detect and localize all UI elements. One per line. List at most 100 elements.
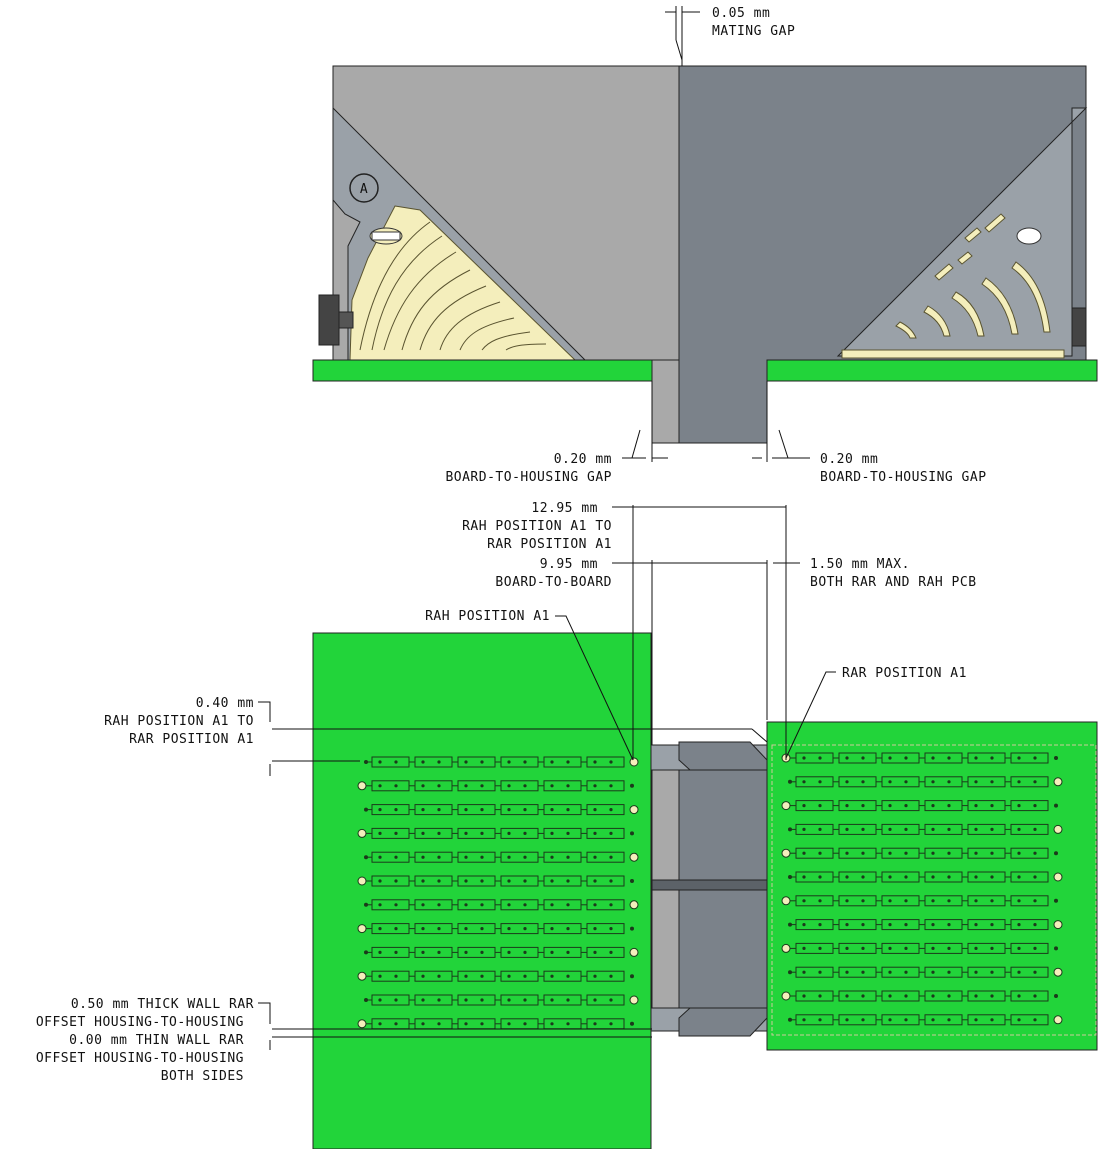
- pad-dot: [609, 1022, 613, 1026]
- via-dot: [1054, 756, 1058, 760]
- pad-dot: [593, 903, 597, 907]
- right-latch-slot: [1016, 227, 1042, 245]
- pad-dot: [845, 970, 849, 974]
- via-dot: [1054, 803, 1058, 808]
- pad-dot: [845, 899, 849, 903]
- pad-dot: [990, 827, 994, 832]
- pad-dot: [990, 851, 994, 855]
- pad-dot: [861, 780, 865, 784]
- circled-letter-a-icon: [349, 173, 379, 203]
- thick-wall-line2: OFFSET HOUSING-TO-HOUSING: [36, 1015, 244, 1030]
- pad-dot: [802, 875, 806, 879]
- pad-dot: [480, 808, 484, 812]
- pad-dot: [550, 998, 554, 1002]
- pad-dot: [845, 1018, 849, 1022]
- pad-dot: [904, 827, 908, 832]
- pad-dot: [394, 950, 398, 955]
- pad-dot: [888, 923, 892, 927]
- via-icon: [781, 848, 791, 858]
- offset-040-line1: RAH POSITION A1 TO: [104, 714, 254, 729]
- pad-dot: [609, 998, 613, 1002]
- pad-dot: [464, 1022, 468, 1026]
- pad-dot: [609, 974, 613, 978]
- pad-dot: [845, 875, 849, 879]
- pad-dot: [421, 927, 425, 931]
- pad-dot: [931, 780, 935, 784]
- pad-dot: [378, 927, 382, 931]
- pad-dot: [523, 831, 527, 836]
- pad-dot: [1033, 994, 1037, 998]
- pad-dot: [394, 998, 398, 1002]
- pad-dot: [802, 970, 806, 974]
- pad-dot: [609, 903, 613, 907]
- pad-dot: [1033, 899, 1037, 903]
- via-icon: [1053, 872, 1063, 882]
- pad-dot: [990, 899, 994, 903]
- pad-dot: [947, 756, 951, 760]
- pad-dot: [888, 994, 892, 998]
- pad-dot: [802, 899, 806, 903]
- pad-dot: [593, 927, 597, 931]
- pad-dot: [974, 970, 978, 974]
- pad-dot: [974, 804, 978, 808]
- pad-dot: [593, 831, 597, 836]
- thin-wall-line2: OFFSET HOUSING-TO-HOUSING: [36, 1051, 244, 1066]
- pad-dot: [888, 827, 892, 832]
- pad-dot: [947, 994, 951, 998]
- pad-dot: [593, 950, 597, 955]
- pad-dot: [394, 855, 398, 859]
- rah-to-rar-value: 12.95 mm: [531, 501, 598, 516]
- pad-dot: [1017, 923, 1021, 927]
- pad-dot: [378, 760, 382, 764]
- pad-dot: [437, 831, 441, 836]
- pad-dot: [974, 1018, 978, 1022]
- pad-dot: [394, 760, 398, 764]
- thick-wall-line1: 0.50 mm THICK WALL RAR: [71, 997, 254, 1012]
- pad-dot: [990, 994, 994, 998]
- pad-dot: [931, 827, 935, 832]
- pad-dot: [904, 780, 908, 784]
- pad-dot: [507, 998, 511, 1002]
- pad-dot: [990, 756, 994, 760]
- pad-dot: [802, 994, 806, 998]
- pad-dot: [904, 1018, 908, 1022]
- pad-dot: [464, 974, 468, 978]
- pad-dot: [931, 923, 935, 927]
- pad-dot: [1033, 946, 1037, 951]
- pad-dot: [947, 851, 951, 855]
- pad-dot: [378, 950, 382, 955]
- pad-dot: [974, 923, 978, 927]
- pad-dot: [378, 974, 382, 978]
- pad-dot: [507, 1022, 511, 1026]
- pad-dot: [550, 879, 554, 883]
- pad-dot: [861, 851, 865, 855]
- via-dot: [1054, 994, 1058, 998]
- pad-dot: [1033, 780, 1037, 784]
- pad-dot: [566, 879, 570, 883]
- pad-dot: [437, 974, 441, 978]
- pad-dot: [845, 804, 849, 808]
- pad-dot: [378, 784, 382, 788]
- pad-dot: [378, 831, 382, 836]
- pad-dot: [394, 808, 398, 812]
- pad-dot: [593, 879, 597, 883]
- pad-dot: [437, 784, 441, 788]
- pad-dot: [990, 780, 994, 784]
- thin-wall-line3: BOTH SIDES: [161, 1069, 244, 1084]
- pad-dot: [480, 974, 484, 978]
- pad-dot: [818, 756, 822, 760]
- mating-gap-label: MATING GAP: [712, 24, 795, 39]
- pad-dot: [609, 760, 613, 764]
- max-thickness-label: BOTH RAR AND RAH PCB: [810, 575, 977, 590]
- pad-dot: [1033, 851, 1037, 855]
- callout-letter: A: [360, 182, 368, 197]
- rar-housing-outline: [771, 744, 1097, 1036]
- pad-dot: [888, 756, 892, 760]
- pad-dot: [904, 923, 908, 927]
- pad-dot: [593, 1022, 597, 1026]
- pad-dot: [507, 974, 511, 978]
- pad-dot: [1033, 923, 1037, 927]
- pad-dot: [464, 879, 468, 883]
- pad-dot: [802, 780, 806, 784]
- pad-dot: [437, 855, 441, 859]
